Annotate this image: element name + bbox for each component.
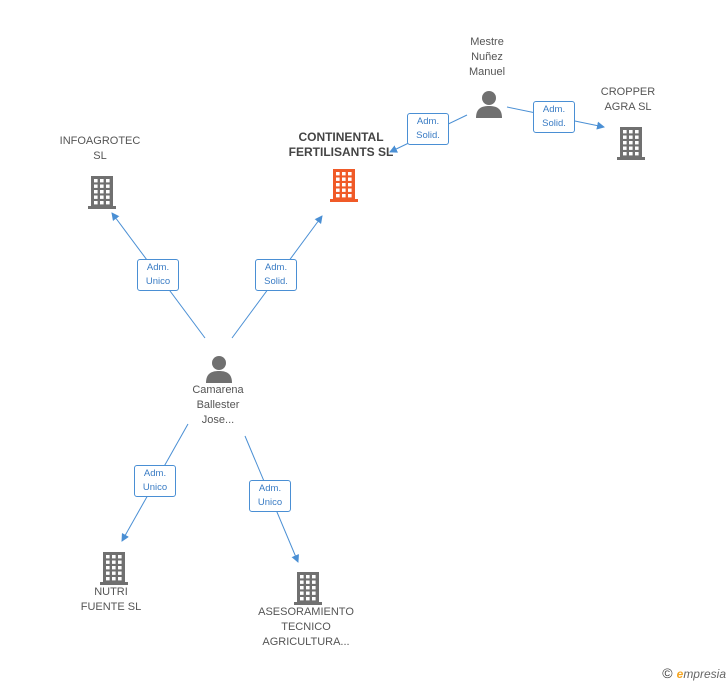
label-line: Ballester	[196, 399, 240, 411]
brand-initial: e	[676, 667, 684, 681]
building-icon[interactable]	[292, 570, 324, 611]
label-line: FUENTE SL	[80, 601, 142, 613]
role-text: Adm.	[264, 262, 288, 273]
label-line: ASESORAMIENTO	[258, 606, 354, 618]
label-line: Jose...	[201, 414, 235, 426]
label-line: NUTRI	[94, 586, 128, 598]
role-text: Solid.	[542, 118, 566, 129]
role-text: Unico	[257, 497, 283, 508]
role-text: Solid.	[264, 276, 288, 287]
person-icon[interactable]	[474, 89, 504, 124]
empresia-watermark: ©empresia	[662, 665, 726, 681]
person-icon[interactable]	[204, 354, 234, 389]
label-line: AGRA SL	[604, 101, 652, 113]
role-text: Adm.	[258, 483, 282, 494]
node-label[interactable]: ASESORAMIENTO TECNICO AGRICULTURA...	[236, 605, 376, 650]
label-line: CONTINENTAL	[298, 130, 384, 144]
label-line: Nuñez	[471, 51, 503, 63]
label-line: Manuel	[468, 66, 506, 78]
node-label[interactable]: INFOAGROTEC SL	[30, 134, 170, 164]
role-badge-camarena-infoagrotec[interactable]: Adm. Unico	[137, 259, 179, 291]
node-label[interactable]: NUTRI FUENTE SL	[41, 585, 181, 615]
role-badge-mestre-cropper[interactable]: Adm. Solid.	[533, 101, 575, 133]
role-badge-camarena-asesoramiento[interactable]: Adm. Unico	[249, 480, 291, 512]
label-line: CROPPER	[600, 86, 656, 98]
role-text: Unico	[142, 482, 168, 493]
label-line: TECNICO	[281, 621, 331, 633]
role-text: Adm.	[416, 116, 440, 127]
role-text: Unico	[145, 276, 171, 287]
role-text: Adm.	[143, 468, 167, 479]
brand-name: mpresia	[683, 667, 726, 681]
label-line: AGRICULTURA...	[262, 636, 350, 648]
role-badge-camarena-nutri[interactable]: Adm. Unico	[134, 465, 176, 497]
building-icon[interactable]	[98, 550, 130, 591]
role-badge-camarena-continental[interactable]: Adm. Solid.	[255, 259, 297, 291]
building-icon[interactable]	[86, 174, 118, 215]
role-text: Adm.	[146, 262, 170, 273]
label-line: Camarena	[192, 384, 244, 396]
role-badge-mestre-continental[interactable]: Adm. Solid.	[407, 113, 449, 145]
label-line: Mestre	[470, 36, 504, 48]
copyright-symbol: ©	[662, 665, 673, 681]
role-text: Solid.	[416, 130, 440, 141]
label-line: INFOAGROTEC	[59, 135, 141, 147]
node-label[interactable]: CROPPER AGRA SL	[558, 85, 698, 115]
building-icon[interactable]	[615, 125, 647, 166]
role-text: Adm.	[542, 104, 566, 115]
label-line: FERTILISANTS SL	[288, 145, 394, 159]
building-icon[interactable]	[328, 167, 360, 208]
label-line: SL	[93, 150, 107, 162]
